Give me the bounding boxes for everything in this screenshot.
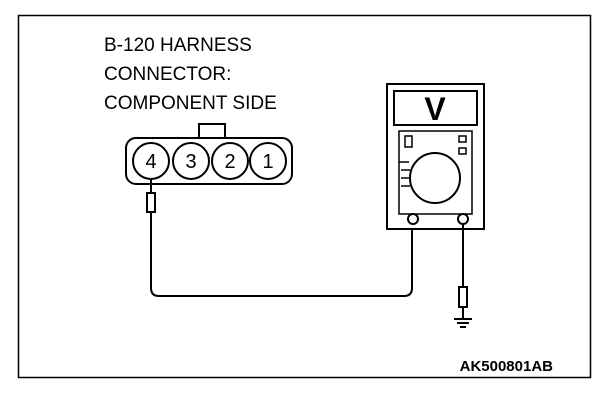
pin-label-2: 2 — [224, 151, 235, 173]
pin-1-cavity — [249, 142, 287, 180]
ground-probe-handle — [458, 286, 468, 308]
connector-label-line1: B-120 HARNESS — [104, 35, 252, 56]
meter-indicator-icon — [458, 135, 467, 143]
figure-frame — [17, 14, 592, 379]
connector-label-line3: COMPONENT SIDE — [104, 93, 277, 114]
harness-connector — [125, 123, 293, 185]
meter-terminal-v — [457, 213, 469, 225]
meter-indicator-icon — [458, 147, 467, 155]
figure-code: AK500801AB — [460, 358, 554, 375]
test-lead-wire — [150, 212, 413, 297]
pin-label-1: 1 — [262, 151, 273, 173]
pin-3-cavity — [172, 142, 210, 180]
meter-range-dial — [409, 152, 461, 204]
meter-mode-icon — [404, 135, 413, 148]
connector-latch — [198, 123, 226, 139]
meter-display — [393, 90, 478, 126]
probe-handle — [146, 192, 156, 213]
meter-range-ticks — [399, 161, 410, 187]
connector-label-line2: CONNECTOR: — [104, 64, 231, 85]
ground-lead — [454, 224, 472, 328]
meter-terminal-com — [407, 213, 419, 225]
voltmeter — [386, 83, 485, 230]
connector-label: B-120 HARNESS CONNECTOR: COMPONENT SIDE — [104, 35, 277, 114]
pin-2-cavity — [211, 142, 249, 180]
pin-label-4: 4 — [145, 151, 156, 173]
pin-label-3: 3 — [185, 151, 196, 173]
meter-volt-symbol: V — [424, 91, 446, 127]
